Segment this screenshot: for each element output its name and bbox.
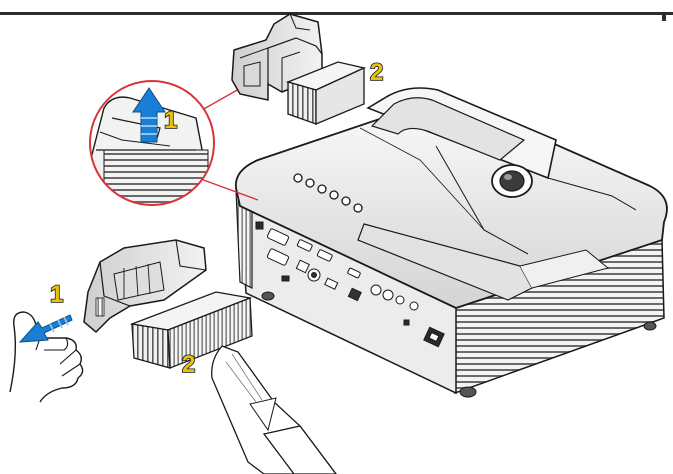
control-button xyxy=(317,184,327,194)
control-button xyxy=(329,190,339,200)
cleaning-brush-icon xyxy=(211,345,337,474)
step-label-1-pull: 1 xyxy=(50,281,63,308)
port-lock xyxy=(403,319,410,326)
control-button xyxy=(305,178,315,188)
top-bar-tick xyxy=(662,12,666,21)
step-label-1-lift: 1 xyxy=(164,107,177,134)
control-button xyxy=(293,173,303,183)
filter-cover-side xyxy=(83,239,207,334)
pull-left-arrow-icon xyxy=(18,314,73,343)
projector-foot xyxy=(643,321,657,331)
projector-foot xyxy=(459,386,477,398)
air-filter-side: 2 xyxy=(129,291,253,379)
top-bar xyxy=(0,12,673,15)
lift-up-arrow-icon xyxy=(132,87,166,143)
port-vga xyxy=(266,228,290,246)
front-recess xyxy=(357,223,533,301)
port-hdmi xyxy=(316,249,333,262)
port-usb-b xyxy=(347,287,362,302)
port-vga xyxy=(266,248,290,266)
port-audio xyxy=(382,289,394,301)
control-button xyxy=(353,203,363,213)
io-ports xyxy=(255,221,445,348)
port-audio xyxy=(395,295,405,305)
port-audio xyxy=(409,301,419,311)
projector-foot xyxy=(261,291,275,301)
header-rule xyxy=(0,0,673,21)
step-label-2-top: 2 xyxy=(370,59,383,86)
projector-lens xyxy=(499,170,525,192)
projector xyxy=(235,87,668,398)
projector-hood-window xyxy=(370,97,526,161)
port-hdmi xyxy=(296,239,313,252)
port-audio xyxy=(370,284,382,296)
control-buttons xyxy=(293,173,363,213)
step-label-2-side: 2 xyxy=(182,351,195,378)
port-hdmi xyxy=(347,267,361,279)
port-rj45 xyxy=(295,259,310,274)
callout-circle xyxy=(89,80,215,206)
control-button xyxy=(341,196,351,206)
air-filter-top: 2 xyxy=(285,58,384,125)
callout-vents xyxy=(103,149,209,205)
port-usb xyxy=(324,277,339,290)
